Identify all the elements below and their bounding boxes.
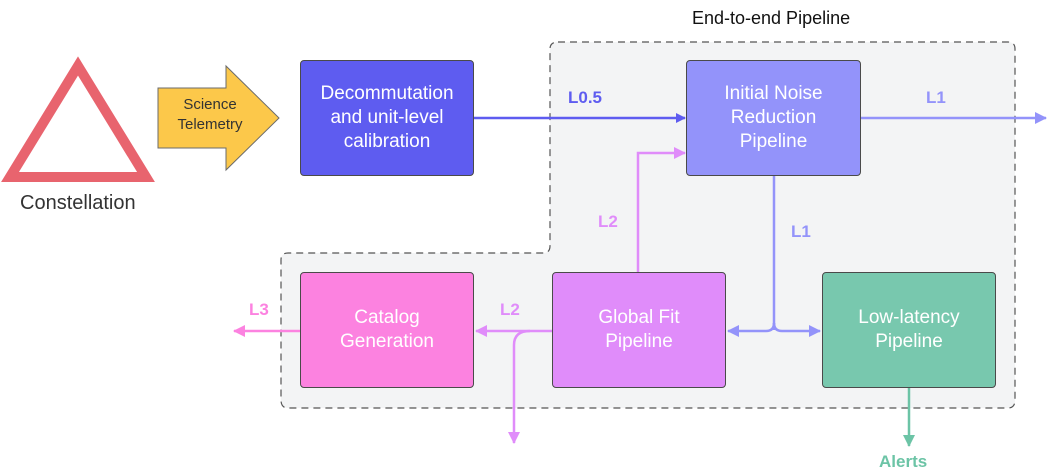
decommutation-label: Decommutation and unit-level calibration xyxy=(320,83,454,152)
global-fit-label: Global Fit Pipeline xyxy=(598,307,680,352)
l1-output-label: L1 xyxy=(926,88,946,107)
low-latency-box: Low-latency Pipeline xyxy=(822,272,996,388)
low-latency-label: Low-latency Pipeline xyxy=(858,307,960,352)
telemetry-arrow xyxy=(157,64,280,172)
l2-up-arrow xyxy=(636,147,686,272)
constellation-triangle xyxy=(1,56,155,182)
l3-label: L3 xyxy=(249,300,269,319)
l05-label: L0.5 xyxy=(568,88,603,107)
global-fit-box: Global Fit Pipeline xyxy=(552,272,726,388)
catalog-generation-label: Catalog Generation xyxy=(339,307,434,352)
alerts-label: Alerts xyxy=(879,452,928,471)
l2-left-label: L2 xyxy=(500,300,520,319)
diagram-title: End-to-end Pipeline xyxy=(692,8,851,28)
constellation-label: Constellation xyxy=(20,192,136,214)
noise-reduction-label: Initial Noise Reduction Pipeline xyxy=(724,83,823,152)
l1-down-label: L1 xyxy=(791,222,811,241)
noise-reduction-box: Initial Noise Reduction Pipeline xyxy=(686,60,861,176)
decommutation-box: Decommutation and unit-level calibration xyxy=(300,60,474,176)
l2-down-arrow xyxy=(508,329,531,444)
l1-to-globalfit-arrow xyxy=(727,322,776,337)
l2-up-label: L2 xyxy=(598,212,618,231)
catalog-generation-box: Catalog Generation xyxy=(300,272,474,388)
telemetry-label: Science Telemetry xyxy=(177,96,243,133)
